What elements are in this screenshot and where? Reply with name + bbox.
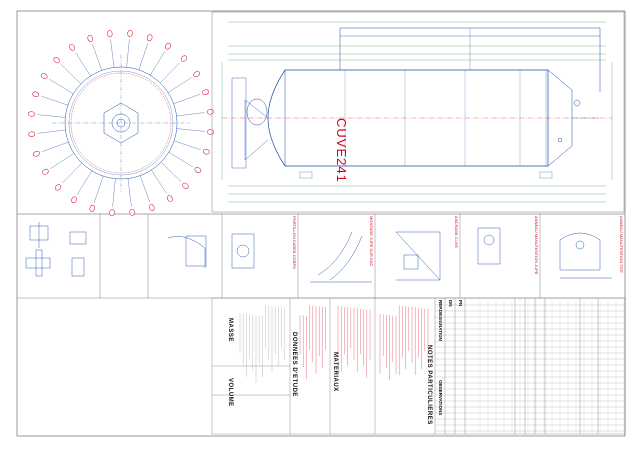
nozzle-leader xyxy=(176,128,205,132)
nozzle-leader xyxy=(60,64,82,85)
nozzle-leader xyxy=(176,112,205,117)
nozzle-leader xyxy=(138,43,148,70)
nozzle-callout-bubble xyxy=(180,55,187,62)
nozzle-leader xyxy=(126,39,130,68)
nozzle-callout-bubble xyxy=(165,42,171,50)
nozzle-callout-bubble xyxy=(109,209,115,216)
nozzle-callout-bubble xyxy=(55,184,62,191)
nozzle-leader xyxy=(168,152,193,167)
nozzle-callout-bubble xyxy=(42,168,49,175)
nozzle-callout-bubble xyxy=(182,182,189,189)
nozzle-leader xyxy=(160,161,182,182)
title-block xyxy=(211,297,626,435)
nozzle-callout-bubble xyxy=(127,30,133,37)
nozzle-callout-bubble xyxy=(28,111,35,117)
table-header-observations: OBSERVATIONS xyxy=(438,380,443,416)
nozzle-leader xyxy=(77,170,92,195)
nozzle-leader xyxy=(50,153,75,169)
nozzle-leader xyxy=(151,169,167,194)
nozzle-callout-bubble xyxy=(33,151,40,157)
nozzle-callout-bubble xyxy=(202,148,210,155)
nozzle-callout-bubble xyxy=(193,71,200,78)
dimension-lines xyxy=(221,21,613,203)
nozzle-callout-bubble xyxy=(69,44,76,51)
nozzle-callout-bubble xyxy=(129,208,135,216)
table-header-pn: PN xyxy=(458,300,463,307)
nozzle-callout-bubble xyxy=(194,167,202,173)
sheet-frame xyxy=(16,10,626,437)
section-title-portillon: PORTILLON CAREE CORPS xyxy=(292,216,297,269)
nozzle-leader xyxy=(41,141,69,152)
nozzle-leader xyxy=(94,176,104,203)
nozzle-callout-bubble xyxy=(71,196,77,204)
section-title-ancrage: ANCRAGE CUVE xyxy=(454,216,459,249)
nozzle-callout-bubble xyxy=(206,109,214,115)
nozzle-callout-bubble xyxy=(53,57,60,64)
nozzle-leader xyxy=(37,129,66,134)
nozzle-leader xyxy=(139,175,150,203)
nozzle-callout-bubble xyxy=(87,35,93,42)
nozzle-leader xyxy=(110,39,115,68)
nozzle-leader xyxy=(41,96,68,106)
radial-nozzles xyxy=(28,30,214,216)
nozzle-leader xyxy=(49,79,74,94)
nozzle-callout-bubble xyxy=(202,89,209,95)
table-header-designation: DESIGNATION xyxy=(438,310,443,341)
detail-sketches xyxy=(25,222,612,283)
nozzle-callout-bubble xyxy=(28,131,36,137)
nozzle-callout-bubble xyxy=(107,30,113,38)
nozzle-leader xyxy=(92,43,103,71)
tank-label: CUVE241 xyxy=(334,118,349,183)
top-view xyxy=(52,55,190,192)
nozzle-leader xyxy=(62,162,83,184)
nozzle-callout-bubble xyxy=(166,195,173,202)
materials-title: MATERIAUX xyxy=(332,352,338,392)
table-header-rep: REP. xyxy=(438,300,443,310)
nozzle-callout-bubble xyxy=(89,204,96,212)
nozzle-leader xyxy=(173,94,201,105)
nozzle-callout-bubble xyxy=(146,34,153,42)
nozzle-leader xyxy=(150,51,165,76)
notes-title: NOTES PARTICULIERES xyxy=(426,345,432,425)
table-header-dn: DN xyxy=(448,300,453,307)
nozzle-leader xyxy=(37,114,66,118)
nozzle-leader xyxy=(127,178,132,207)
nozzle-callout-bubble xyxy=(149,204,155,211)
component-table-rows xyxy=(435,298,625,434)
nozzle-callout-bubble xyxy=(40,73,48,79)
tank-elevation xyxy=(211,11,625,213)
nozzle-callout-bubble xyxy=(207,129,214,135)
nozzle-leader xyxy=(159,62,180,84)
mass-title: MASSE xyxy=(227,318,233,342)
section-title-anneau-toit: ANNEAU MANUTENTION TOIT xyxy=(619,216,624,274)
nozzle-leader xyxy=(174,140,201,150)
section-title-montage-jupe: MONTAGE JUPE SUR DAC xyxy=(369,216,374,267)
notes-text-lines xyxy=(239,305,429,383)
volume-title: VOLUME xyxy=(227,378,233,407)
nozzle-leader xyxy=(75,52,91,77)
nozzle-leader xyxy=(112,178,116,207)
section-title-anneau-jupe: ANNEAU MANUTENTION JUPE xyxy=(534,216,539,275)
nozzle-callout-bubble xyxy=(32,91,40,98)
design-data-title: DONNEES D'ETUDE xyxy=(291,332,297,397)
nozzle-leader xyxy=(167,77,192,93)
